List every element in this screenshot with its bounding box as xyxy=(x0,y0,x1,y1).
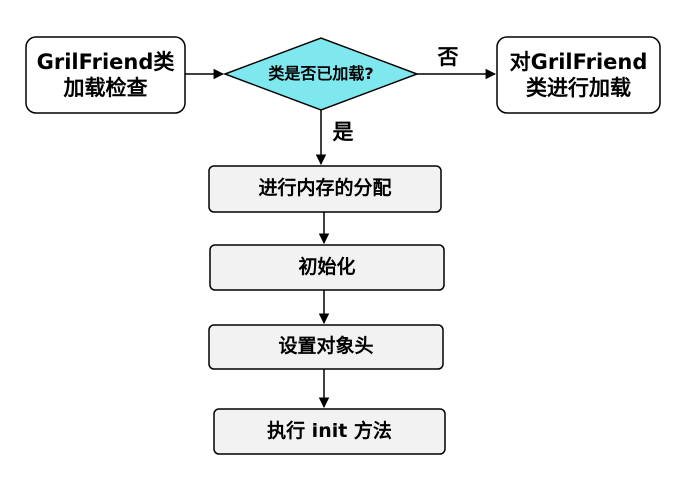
step4-box xyxy=(213,408,446,455)
start-box xyxy=(25,36,186,114)
decision-label: 类是否已加载? xyxy=(268,64,374,83)
step4-label: 执行 init 方法 xyxy=(267,419,392,442)
start-box-label: GrilFriend类 加载检查 xyxy=(36,49,175,100)
load-box xyxy=(496,36,661,114)
step1-box xyxy=(208,165,442,213)
step1-label: 进行内存的分配 xyxy=(258,177,392,200)
step2-box xyxy=(209,244,445,291)
step2-label: 初始化 xyxy=(298,255,356,278)
load-box-label: 对GrilFriend 类进行加载 xyxy=(509,49,648,100)
no-label: 否 xyxy=(437,44,459,69)
yes-label: 是 xyxy=(332,119,354,144)
step3-box xyxy=(208,324,444,370)
step3-label: 设置对象头 xyxy=(278,335,374,358)
